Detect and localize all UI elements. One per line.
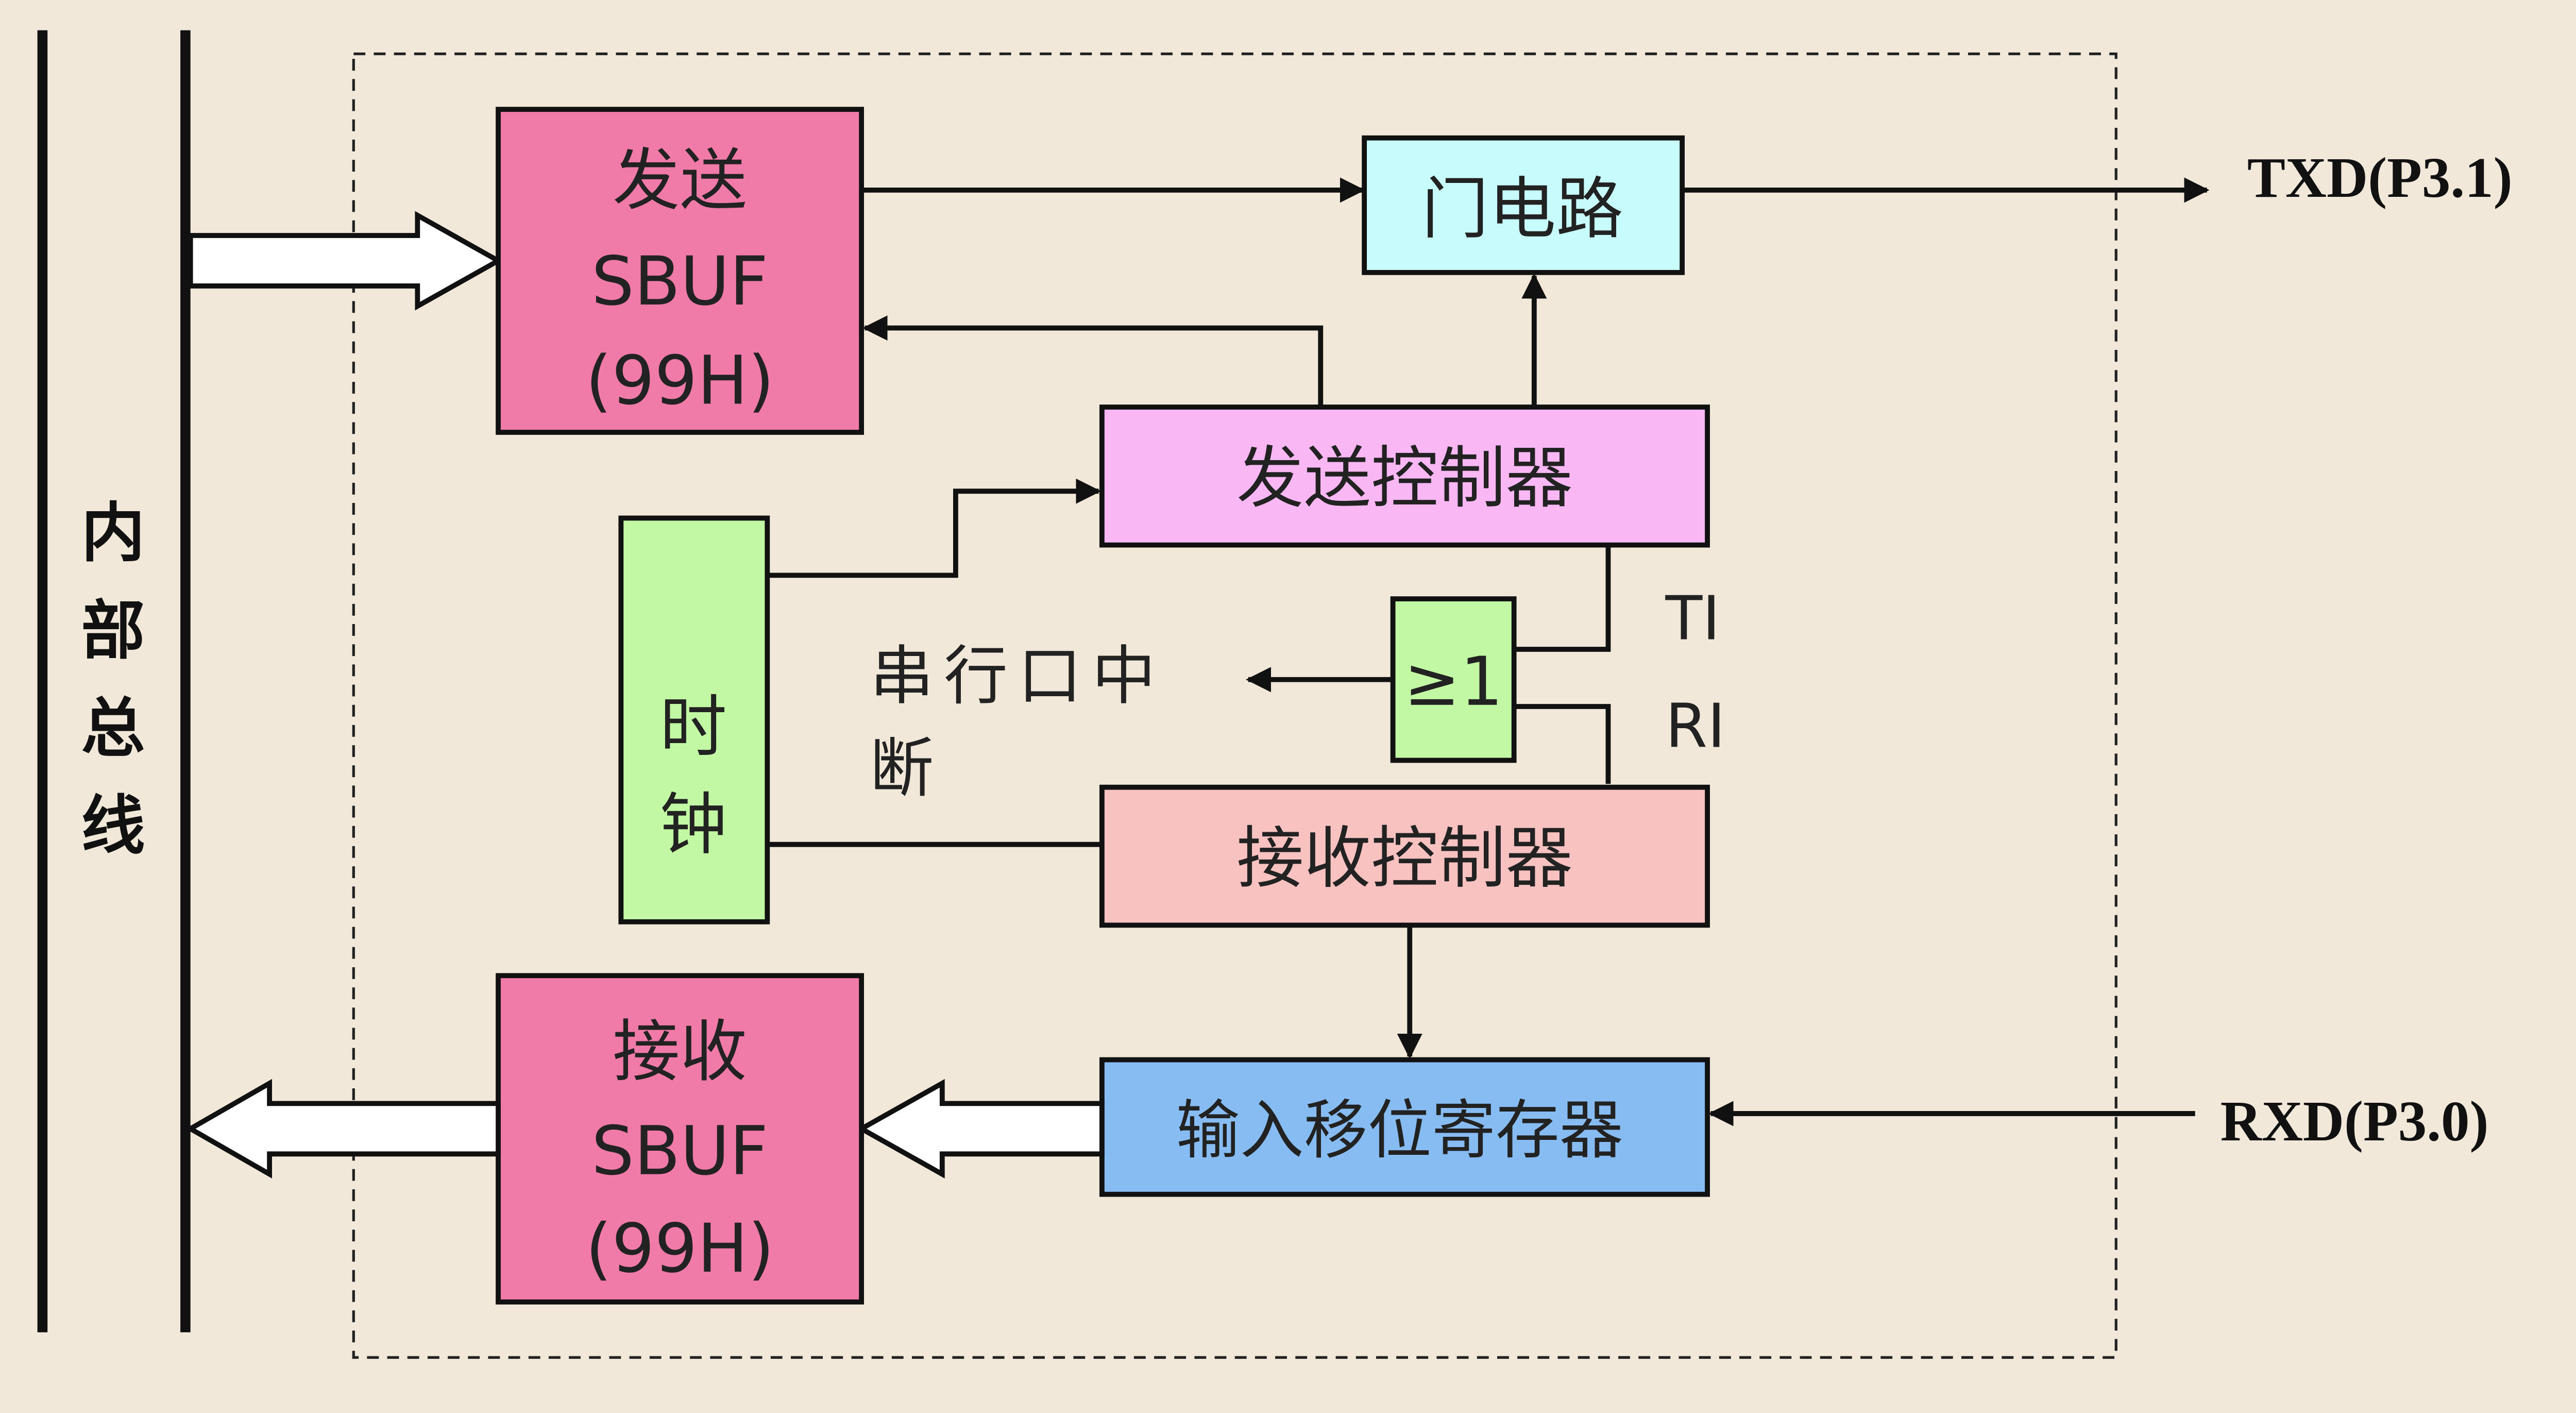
- internal-bus: 内 部 总 线: [37, 30, 191, 1333]
- input-shift-register-block: 输入移位寄存器: [1099, 1057, 1710, 1197]
- or-gate-label: ≥1: [1404, 643, 1503, 721]
- clock-line2: 钟: [659, 785, 727, 864]
- tx-controller-to-tx-sbuf-wire: [862, 315, 1324, 407]
- tx-sbuf-line1: 发送: [613, 141, 747, 220]
- rx-sbuf-to-bus-arrow: [185, 1079, 501, 1179]
- clock-to-tx-controller-wire: [767, 478, 1101, 578]
- tx-controller-block: 发送控制器: [1099, 405, 1710, 548]
- txd-pin-label: TXD(P3.1): [2247, 146, 2513, 210]
- rx-sbuf-block: 接收 SBUF (99H): [496, 973, 865, 1305]
- interrupt-label-line2: 断: [870, 732, 934, 806]
- rx-sbuf-line3: (99H): [585, 1209, 774, 1288]
- bus-to-tx-sbuf-arrow: [188, 211, 504, 311]
- rx-sbuf-line1: 接收: [613, 1013, 747, 1091]
- shift-register-to-rx-sbuf-arrow: [856, 1079, 1105, 1179]
- or-gate-block: ≥1: [1390, 596, 1517, 763]
- ti-label: TI: [1665, 583, 1720, 653]
- tx-controller-label: 发送控制器: [1236, 439, 1573, 517]
- ti-wire: [1514, 545, 1611, 652]
- serial-port-boundary: [352, 52, 2117, 1359]
- rxd-pin-label: RXD(P3.0): [2221, 1090, 2489, 1153]
- rx-sbuf-line2: SBUF: [591, 1112, 768, 1190]
- bus-label-char-2: 部: [81, 594, 145, 668]
- clock-block: 时 钟: [618, 515, 770, 924]
- tx-sbuf-line3: (99H): [585, 341, 774, 419]
- rx-controller-label: 接收控制器: [1236, 819, 1573, 897]
- ri-wire: [1514, 704, 1611, 784]
- bus-label-char-3: 总: [81, 692, 145, 766]
- input-shift-register-label: 输入移位寄存器: [1176, 1094, 1623, 1168]
- tx-sbuf-block: 发送 SBUF (99H): [496, 107, 865, 435]
- bus-label-char-1: 内: [81, 496, 145, 570]
- clock-line1: 时: [659, 688, 727, 766]
- bus-label-char-4: 线: [81, 789, 145, 863]
- gate-circuit-label: 门电路: [1421, 170, 1623, 248]
- ri-label: RI: [1665, 691, 1725, 761]
- rx-controller-block: 接收控制器: [1099, 784, 1710, 928]
- tx-sbuf-line2: SBUF: [591, 242, 768, 321]
- gate-circuit-block: 门电路: [1362, 135, 1685, 275]
- interrupt-label-line1: 串行口中: [870, 640, 1165, 714]
